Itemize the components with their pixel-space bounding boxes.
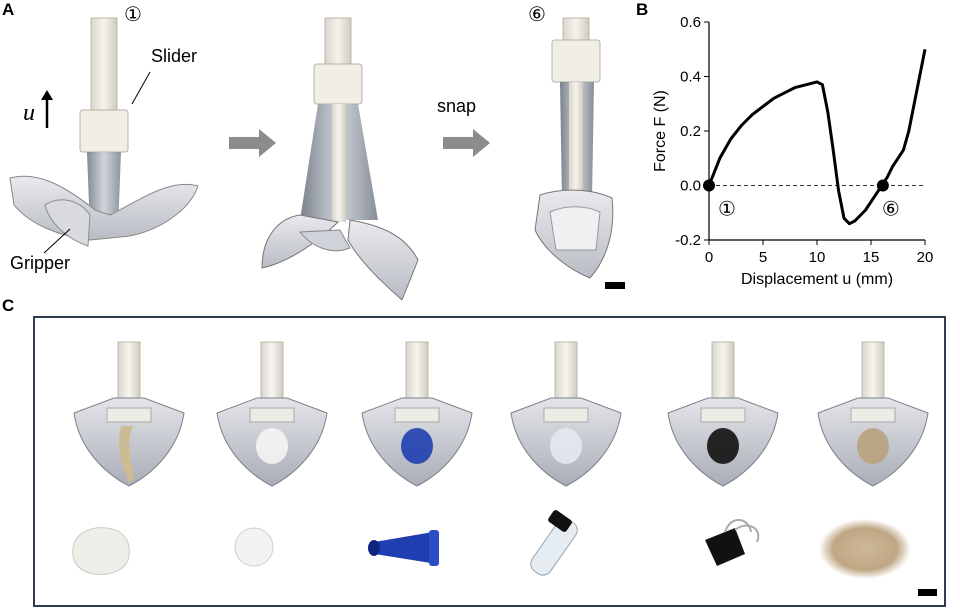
state-6-label: ⑥: [528, 4, 546, 26]
object-glass-vial: [530, 510, 578, 576]
x-tick-label: 20: [917, 249, 934, 266]
y-tick-label: -0.2: [675, 232, 701, 249]
panel-c-frame: [33, 316, 946, 607]
x-axis-label: Displacement u (mm): [741, 271, 893, 288]
object-blue-cone: [368, 530, 439, 566]
gripper-grasp-1: [73, 341, 185, 487]
gripper-grasp-4: [510, 341, 622, 487]
gripper-label: Gripper: [10, 253, 71, 273]
gripper-state-6: [534, 17, 614, 279]
snap-label: snap: [437, 96, 477, 116]
gripper-state-1: [9, 17, 199, 247]
x-tick-label: 10: [809, 249, 826, 266]
y-axis-label: Force F (N): [652, 90, 669, 172]
panel-a-photo-illustration: [9, 17, 614, 300]
slider-leader-line: [131, 71, 151, 105]
object-sand: [819, 519, 911, 579]
gripper-grasp-2: [216, 341, 328, 487]
y-tick-label: 0.0: [680, 178, 701, 195]
chart-series: [707, 49, 927, 226]
panel-c-letter: C: [2, 296, 15, 315]
x-tick-label: 0: [705, 249, 713, 266]
u-label: u: [23, 100, 35, 126]
slider-label: Slider: [151, 46, 198, 66]
state-marker-label: ⑥: [882, 199, 900, 221]
gripper-grasp-6: [817, 341, 929, 487]
scale-bar-c: [918, 589, 937, 596]
object-ball: [234, 527, 274, 567]
panel-a-letter: A: [2, 0, 15, 19]
state-1-label: ①: [124, 4, 142, 26]
gripper-leader-line: [43, 228, 71, 254]
arrow-right-1: [229, 129, 276, 157]
state-marker-point: [703, 179, 715, 192]
arrow-right-2: [443, 129, 490, 157]
y-tick-label: 0.4: [680, 69, 701, 86]
x-tick-label: 15: [863, 249, 880, 266]
chart-ticks: 0 5 10 15 20 -0.2 0.0 0.2 0.4 0.6: [675, 14, 933, 266]
panel-b-letter: B: [636, 0, 649, 19]
state-marker-point: [876, 179, 889, 192]
gripper-grasp-3: [361, 341, 473, 487]
object-binder-clip: [705, 519, 760, 566]
object-clay: [72, 527, 130, 575]
force-curve: [707, 49, 927, 226]
up-arrow-icon: [41, 90, 53, 128]
scale-bar-a: [605, 282, 625, 289]
gripper-state-mid: [261, 17, 419, 300]
y-tick-label: 0.6: [680, 14, 701, 31]
gripper-grasp-5: [667, 341, 779, 487]
x-tick-label: 5: [759, 249, 767, 266]
state-marker-label: ①: [718, 199, 736, 221]
y-tick-label: 0.2: [680, 123, 701, 140]
panel-c-grasp-illustrations: [72, 341, 929, 579]
